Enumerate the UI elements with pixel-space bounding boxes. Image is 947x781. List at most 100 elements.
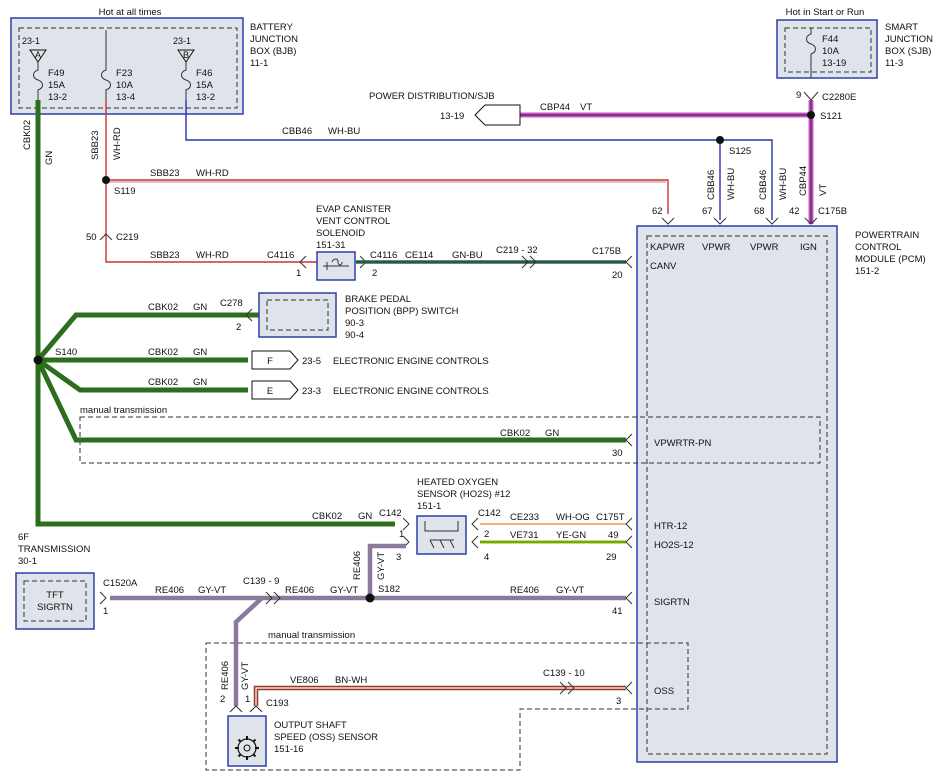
ce233-label: CE233 bbox=[510, 512, 539, 523]
pcm-pin-htr: HTR-12 bbox=[654, 521, 687, 532]
c139-10-label: C139 - 10 bbox=[543, 668, 585, 679]
pcm-title-2: CONTROL bbox=[855, 242, 901, 253]
bjb-title-3: BOX (BJB) bbox=[250, 46, 296, 57]
pcm-pin-sigrtn: SIGRTN bbox=[654, 597, 690, 608]
c2280e-chevron bbox=[803, 91, 819, 101]
c219-32-chevron bbox=[521, 255, 537, 269]
whrd-vert-label: WH-RD bbox=[112, 127, 123, 160]
cbk02-label-bpp: CBK02 bbox=[148, 302, 178, 313]
c142-label-a: C142 bbox=[379, 508, 402, 519]
pin-49-label: 49 bbox=[608, 530, 619, 541]
ho2s-box bbox=[416, 515, 467, 555]
pcm-pin-vpwr-1: VPWR bbox=[702, 242, 731, 253]
manual-trans-region-2 bbox=[205, 642, 689, 771]
f49-fuse-symbol bbox=[33, 62, 43, 100]
f44-name: F44 bbox=[822, 34, 838, 45]
sbb23-label-top: SBB23 bbox=[150, 168, 180, 179]
sbb23-vert-label: SBB23 bbox=[90, 130, 101, 160]
vt-vert: VT bbox=[818, 184, 829, 196]
s140-label: S140 bbox=[55, 347, 77, 358]
sjb-title-2: JUNCTION bbox=[885, 34, 933, 45]
sjb-title-3: BOX (SJB) bbox=[885, 46, 931, 57]
c142-chevron-4 bbox=[471, 535, 479, 549]
gyvt-label-1: GY-VT bbox=[198, 585, 226, 596]
pin-67-label: 67 bbox=[702, 206, 713, 217]
trans-ref: 30-1 bbox=[18, 556, 37, 567]
gn-label-vpwrtr: GN bbox=[545, 428, 559, 439]
gyvt-vert-ho2s: GY-VT bbox=[376, 552, 387, 580]
cbk02-label-e: CBK02 bbox=[148, 377, 178, 388]
arrow-ign bbox=[804, 217, 818, 225]
f49-ref: 13-2 bbox=[48, 92, 67, 103]
sjb-inner bbox=[784, 27, 872, 73]
c219-chevron-a bbox=[99, 233, 113, 241]
wire-cbk02-vpwrtr bbox=[35, 358, 626, 443]
sjb-ref: 11-3 bbox=[885, 58, 903, 69]
cbb46-label: CBB46 bbox=[282, 126, 312, 137]
wire-ve806-stripe bbox=[255, 687, 626, 706]
re406-label-1: RE406 bbox=[155, 585, 184, 596]
pin-30-label: 30 bbox=[612, 448, 623, 459]
pcm-title-3: MODULE (PCM) bbox=[855, 254, 926, 265]
ce114-label: CE114 bbox=[405, 250, 433, 261]
splice-s140 bbox=[33, 355, 43, 365]
power-dist-label: POWER DISTRIBUTION/SJB bbox=[369, 91, 495, 102]
c142-pin-4: 4 bbox=[484, 552, 489, 563]
cbk02-label-ho2s: CBK02 bbox=[312, 511, 342, 522]
hot-start-run: Hot in Start or Run bbox=[786, 7, 865, 18]
cbp44-vert: CBP44 bbox=[798, 166, 809, 196]
s121-label: S121 bbox=[820, 111, 842, 122]
arrow-vpwr2 bbox=[765, 217, 779, 225]
vt-label: VT bbox=[580, 102, 592, 113]
pcm-pin-oss: OSS bbox=[654, 686, 674, 697]
gn-label-ho2s: GN bbox=[358, 511, 372, 522]
c278-chevron bbox=[245, 308, 253, 322]
wire-re406-ho2s bbox=[367, 543, 406, 598]
arrow-canv bbox=[625, 255, 633, 269]
evap-title-3: SOLENOID bbox=[316, 228, 365, 239]
wire-cbb46-vpwr2 bbox=[720, 139, 773, 220]
re406-label-2: RE406 bbox=[285, 585, 314, 596]
pcm-inner bbox=[646, 235, 828, 755]
c1520a-pin: 1 bbox=[103, 606, 108, 617]
arrow-vpwr1 bbox=[713, 217, 727, 225]
bjb-ref: 11-1 bbox=[250, 58, 268, 69]
splice-s125 bbox=[716, 136, 724, 144]
c1520a-chevron bbox=[99, 591, 107, 605]
ho2s-sensor-icon bbox=[424, 521, 459, 549]
f46-amp: 15A bbox=[196, 80, 214, 91]
tag-e bbox=[251, 380, 299, 400]
re406-vert-oss: RE406 bbox=[220, 661, 231, 690]
pcm-pin-canv: CANV bbox=[650, 261, 677, 272]
oss-title-2: SPEED (OSS) SENSOR bbox=[274, 732, 378, 743]
wire-cbk02-bpp bbox=[36, 312, 260, 362]
re406-label-3: RE406 bbox=[510, 585, 539, 596]
c219-pin: 50 bbox=[86, 232, 97, 243]
wire-sbb23-evap bbox=[105, 180, 318, 263]
c4116-label-2: C4116 bbox=[370, 250, 397, 261]
f44-fuse-symbol bbox=[806, 28, 816, 78]
gyvt-label-2: GY-VT bbox=[330, 585, 358, 596]
tag-f-ref: 23-5 bbox=[302, 356, 321, 367]
splice-s121 bbox=[807, 111, 815, 119]
bpp-switch-inner bbox=[266, 299, 329, 331]
f49-pin: A bbox=[35, 50, 41, 60]
bjb-title-2: JUNCTION bbox=[250, 34, 298, 45]
c175b-label: C175B bbox=[818, 206, 847, 217]
manual-trans-label-1: manual transmission bbox=[80, 405, 167, 416]
c219-32-label: C219 - 32 bbox=[496, 245, 538, 256]
fuse-f23: F23 10A 13-4 bbox=[101, 30, 135, 103]
f23-ref: 13-4 bbox=[116, 92, 135, 103]
fuse-f49: 23-1 A F49 15A 13-2 bbox=[22, 36, 67, 103]
pcm-pin-ign: IGN bbox=[800, 242, 817, 253]
c2280e-pin: 9 bbox=[796, 90, 801, 101]
wire-sbb23-kapwr bbox=[105, 100, 669, 214]
trans-title-2: TRANSMISSION bbox=[18, 544, 90, 555]
f46-ref: 13-2 bbox=[196, 92, 215, 103]
gear-icon bbox=[235, 736, 259, 760]
f49-name: F49 bbox=[48, 68, 64, 79]
tft-box bbox=[15, 572, 95, 630]
ve731-label: VE731 bbox=[510, 530, 539, 541]
c193-pin-2: 2 bbox=[220, 694, 225, 705]
